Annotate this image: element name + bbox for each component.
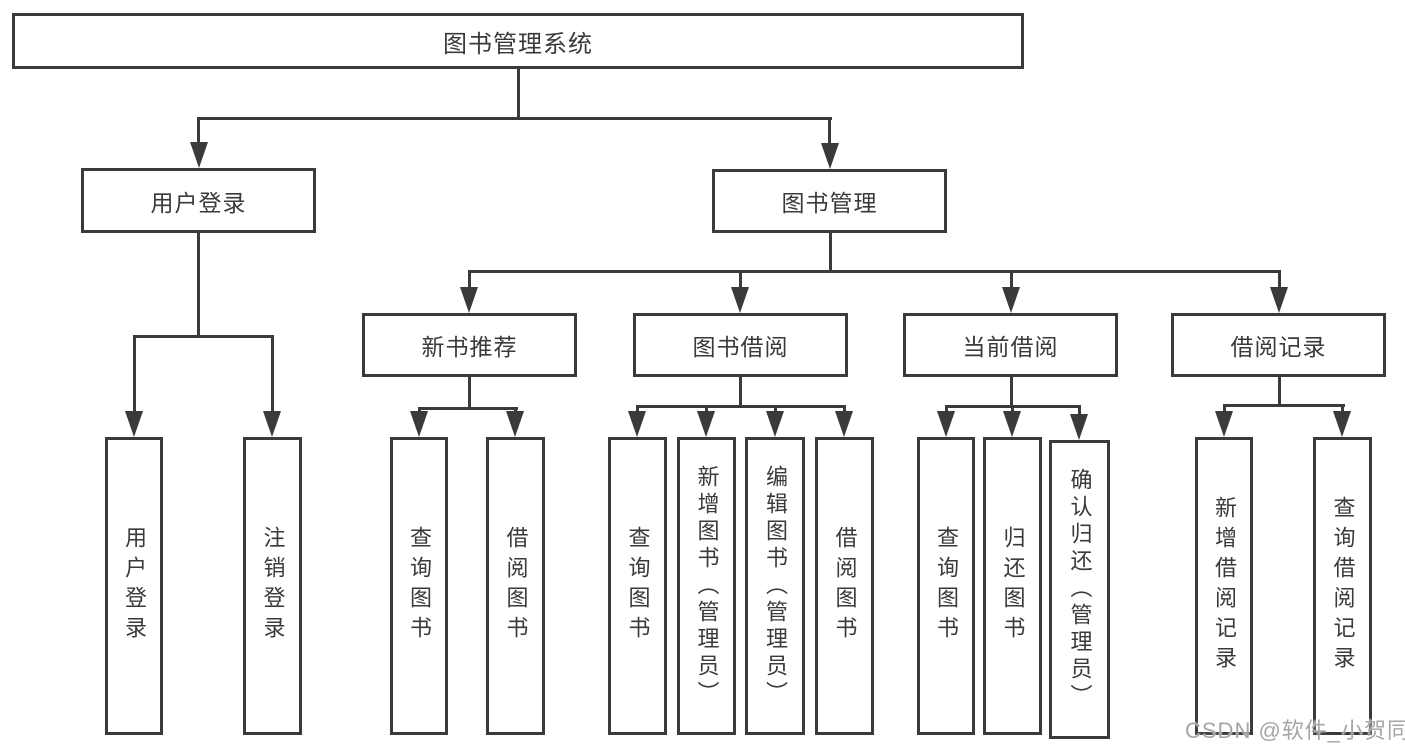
leaf-label: 用户登录 xyxy=(122,526,147,646)
node-borrow-records: 借阅记录 xyxy=(1171,313,1386,377)
node-current-borrow: 当前借阅 xyxy=(903,313,1118,377)
connector-borrow-trunk xyxy=(739,376,742,406)
connector-arm-borrow xyxy=(739,270,742,287)
leaf-borrow-books-recommend: 借阅图书 xyxy=(486,437,545,735)
connector-arm-user xyxy=(197,117,200,144)
connector-arm-leaf xyxy=(1341,404,1344,412)
arrow-down-icon xyxy=(506,411,524,437)
connector-arm-leaf xyxy=(1078,405,1081,415)
connector-arm-records xyxy=(1278,270,1281,287)
arrow-down-icon xyxy=(1002,287,1020,313)
node-label: 图书管理系统 xyxy=(443,30,593,58)
node-book-borrow: 图书借阅 xyxy=(633,313,848,377)
leaf-add-books-admin: 新增图书（管理员） xyxy=(677,437,736,735)
connector-arm-bookmgmt xyxy=(828,117,831,144)
connector-records-horizontal xyxy=(1223,404,1345,407)
node-book-management: 图书管理 xyxy=(712,169,947,233)
arrow-down-icon xyxy=(821,143,839,169)
arrow-down-icon xyxy=(1215,411,1233,437)
leaf-query-books-current: 查询图书 xyxy=(917,437,975,735)
arrow-down-icon xyxy=(766,411,784,437)
leaf-query-books-borrow: 查询图书 xyxy=(608,437,667,735)
arrow-down-icon xyxy=(410,411,428,437)
connector-recommend-horizontal xyxy=(418,407,518,410)
leaf-add-borrow-record: 新增借阅记录 xyxy=(1195,437,1253,735)
leaf-query-books-recommend: 查询图书 xyxy=(390,437,448,735)
connector-arm-leaf xyxy=(418,407,421,413)
arrow-down-icon xyxy=(125,411,143,437)
leaf-edit-books-admin: 编辑图书（管理员） xyxy=(745,437,805,735)
connector-arm-leaf xyxy=(514,407,517,413)
node-label: 当前借阅 xyxy=(962,334,1059,360)
leaf-label: 确认归还（管理员） xyxy=(1067,468,1093,711)
leaf-label: 新增图书（管理员） xyxy=(694,464,720,708)
leaf-logout: 注销登录 xyxy=(243,437,302,735)
leaf-label: 编辑图书（管理员） xyxy=(763,464,788,708)
node-label: 用户登录 xyxy=(150,189,247,216)
leaf-label: 查询图书 xyxy=(625,526,651,646)
connector-user-trunk xyxy=(197,233,200,336)
leaf-label: 归还图书 xyxy=(1000,526,1026,646)
connector-arm-leaf xyxy=(133,335,136,411)
connector-arm-leaf xyxy=(843,405,846,412)
leaf-label: 查询借阅记录 xyxy=(1330,496,1356,676)
connector-user-horizontal xyxy=(133,335,274,338)
connector-arm-recommend xyxy=(468,270,471,287)
connector-recommend-trunk xyxy=(468,376,471,408)
connector-root-horizontal xyxy=(197,117,832,120)
arrow-down-icon xyxy=(190,142,208,168)
arrow-down-icon xyxy=(628,411,646,437)
arrow-down-icon xyxy=(263,411,281,437)
arrow-down-icon xyxy=(937,411,955,437)
connector-root-trunk xyxy=(517,69,520,118)
node-new-book-recommend: 新书推荐 xyxy=(362,313,577,377)
connector-arm-leaf xyxy=(1011,405,1014,412)
arrow-down-icon xyxy=(1003,411,1021,437)
connector-arm-leaf xyxy=(945,405,948,412)
arrow-down-icon xyxy=(835,411,853,437)
node-label: 图书管理 xyxy=(781,190,878,216)
leaf-user-login: 用户登录 xyxy=(105,437,163,735)
connector-arm-leaf xyxy=(1223,404,1226,412)
connector-arm-leaf xyxy=(271,335,274,411)
leaf-label: 借阅图书 xyxy=(832,526,858,646)
leaf-label: 查询图书 xyxy=(407,526,432,646)
connector-borrow-horizontal xyxy=(636,405,846,408)
arrow-down-icon xyxy=(697,411,715,437)
connector-arm-leaf xyxy=(636,405,639,412)
connector-current-trunk xyxy=(1010,376,1013,406)
connector-arm-current xyxy=(1010,270,1013,287)
connector-bookmgmt-trunk xyxy=(829,233,832,271)
connector-arm-leaf xyxy=(774,405,777,412)
node-user-login: 用户登录 xyxy=(81,168,316,233)
leaf-label: 借阅图书 xyxy=(503,526,529,646)
node-label: 图书借阅 xyxy=(692,334,789,360)
arrow-down-icon xyxy=(460,287,478,313)
arrow-down-icon xyxy=(731,287,749,313)
connector-arm-leaf xyxy=(705,405,708,412)
leaf-query-borrow-record: 查询借阅记录 xyxy=(1313,437,1372,735)
arrow-down-icon xyxy=(1270,287,1288,313)
connector-level3-horizontal xyxy=(468,270,1281,273)
leaf-label: 注销登录 xyxy=(260,526,286,646)
arrow-down-icon xyxy=(1070,414,1088,440)
node-label: 新书推荐 xyxy=(421,334,518,360)
leaf-label: 查询图书 xyxy=(934,526,959,646)
leaf-confirm-return-admin: 确认归还（管理员） xyxy=(1049,440,1110,739)
csdn-watermark: CSDN @软件_小贺同学 xyxy=(1185,718,1405,743)
arrow-down-icon xyxy=(1333,411,1351,437)
leaf-borrow-books: 借阅图书 xyxy=(815,437,874,735)
node-label: 借阅记录 xyxy=(1230,334,1327,360)
leaf-return-books: 归还图书 xyxy=(983,437,1042,735)
leaf-label: 新增借阅记录 xyxy=(1212,496,1237,676)
connector-records-trunk xyxy=(1278,376,1281,405)
node-library-system: 图书管理系统 xyxy=(12,13,1024,69)
